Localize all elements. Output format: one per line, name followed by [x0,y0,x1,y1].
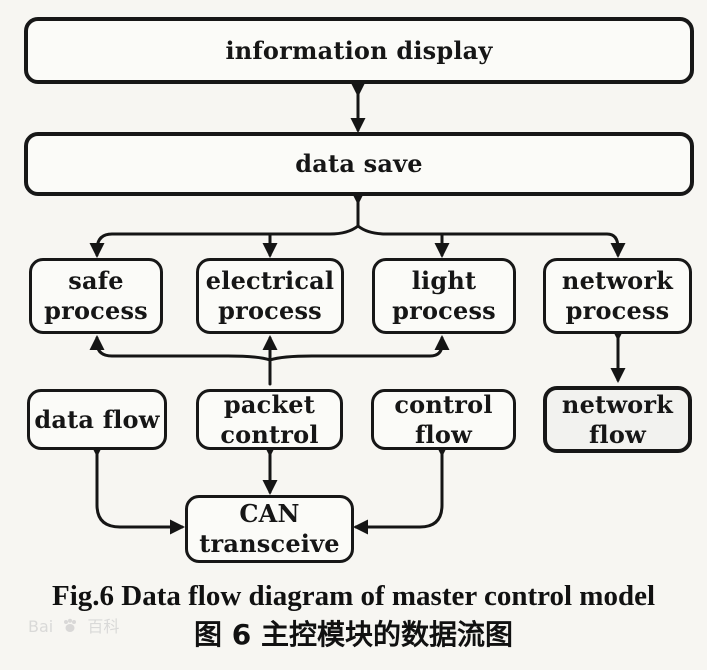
packet-control-line-1: packet [223,389,316,419]
light-process-box: light process [372,258,516,334]
information-display-label: information display [225,35,493,65]
data-flow-box: data flow [27,389,167,450]
data-save-box: data save [24,132,694,196]
data-save-label: data save [295,149,423,178]
control-flow-box: control flow [371,389,516,450]
connector-dataflow-can [89,442,185,535]
control-flow-line-1: control [394,389,493,419]
information-display-box: information display [24,17,694,84]
connector-save-branch-right [356,224,626,258]
figure-caption-english: Fig.6 Data flow diagram of master contro… [52,580,655,612]
paw-icon [64,618,77,632]
network-flow-line-2: flow [589,419,646,449]
safe-process-line-1: safe [68,266,124,295]
safe-process-line-2: process [44,296,148,325]
packet-control-line-2: control [220,419,319,449]
data-flow-label: data flow [34,404,160,434]
can-transceive-box: CAN transceive [185,495,354,563]
electrical-process-box: electrical process [196,258,344,334]
baike-watermark: Bai 百科 [28,618,119,636]
network-process-line-2: process [565,296,670,325]
light-process-line-1: light [411,266,477,295]
connector-controlflow-can [353,442,450,535]
can-transceive-line-2: transceive [199,529,340,558]
watermark-right-text: 百科 [87,617,120,636]
light-process-line-2: process [392,296,496,325]
connector-save-branch-left [89,224,360,258]
safe-process-box: safe process [29,258,163,334]
can-transceive-line-1: CAN [239,499,300,528]
figure-caption-chinese: 图 6 主控模块的数据流图 [194,618,513,651]
electrical-process-line-2: process [218,296,322,325]
packet-control-box: packet control [196,389,343,450]
control-flow-line-2: flow [415,419,472,449]
electrical-process-line-1: electrical [205,266,335,295]
network-flow-box: network flow [543,386,692,453]
watermark-left-text: Bai [28,617,54,636]
connector-packet-safe [89,335,272,362]
network-process-box: network process [543,258,692,334]
network-process-line-1: network [561,266,674,295]
connector-packet-light [268,335,450,362]
network-flow-line-1: network [561,389,674,419]
